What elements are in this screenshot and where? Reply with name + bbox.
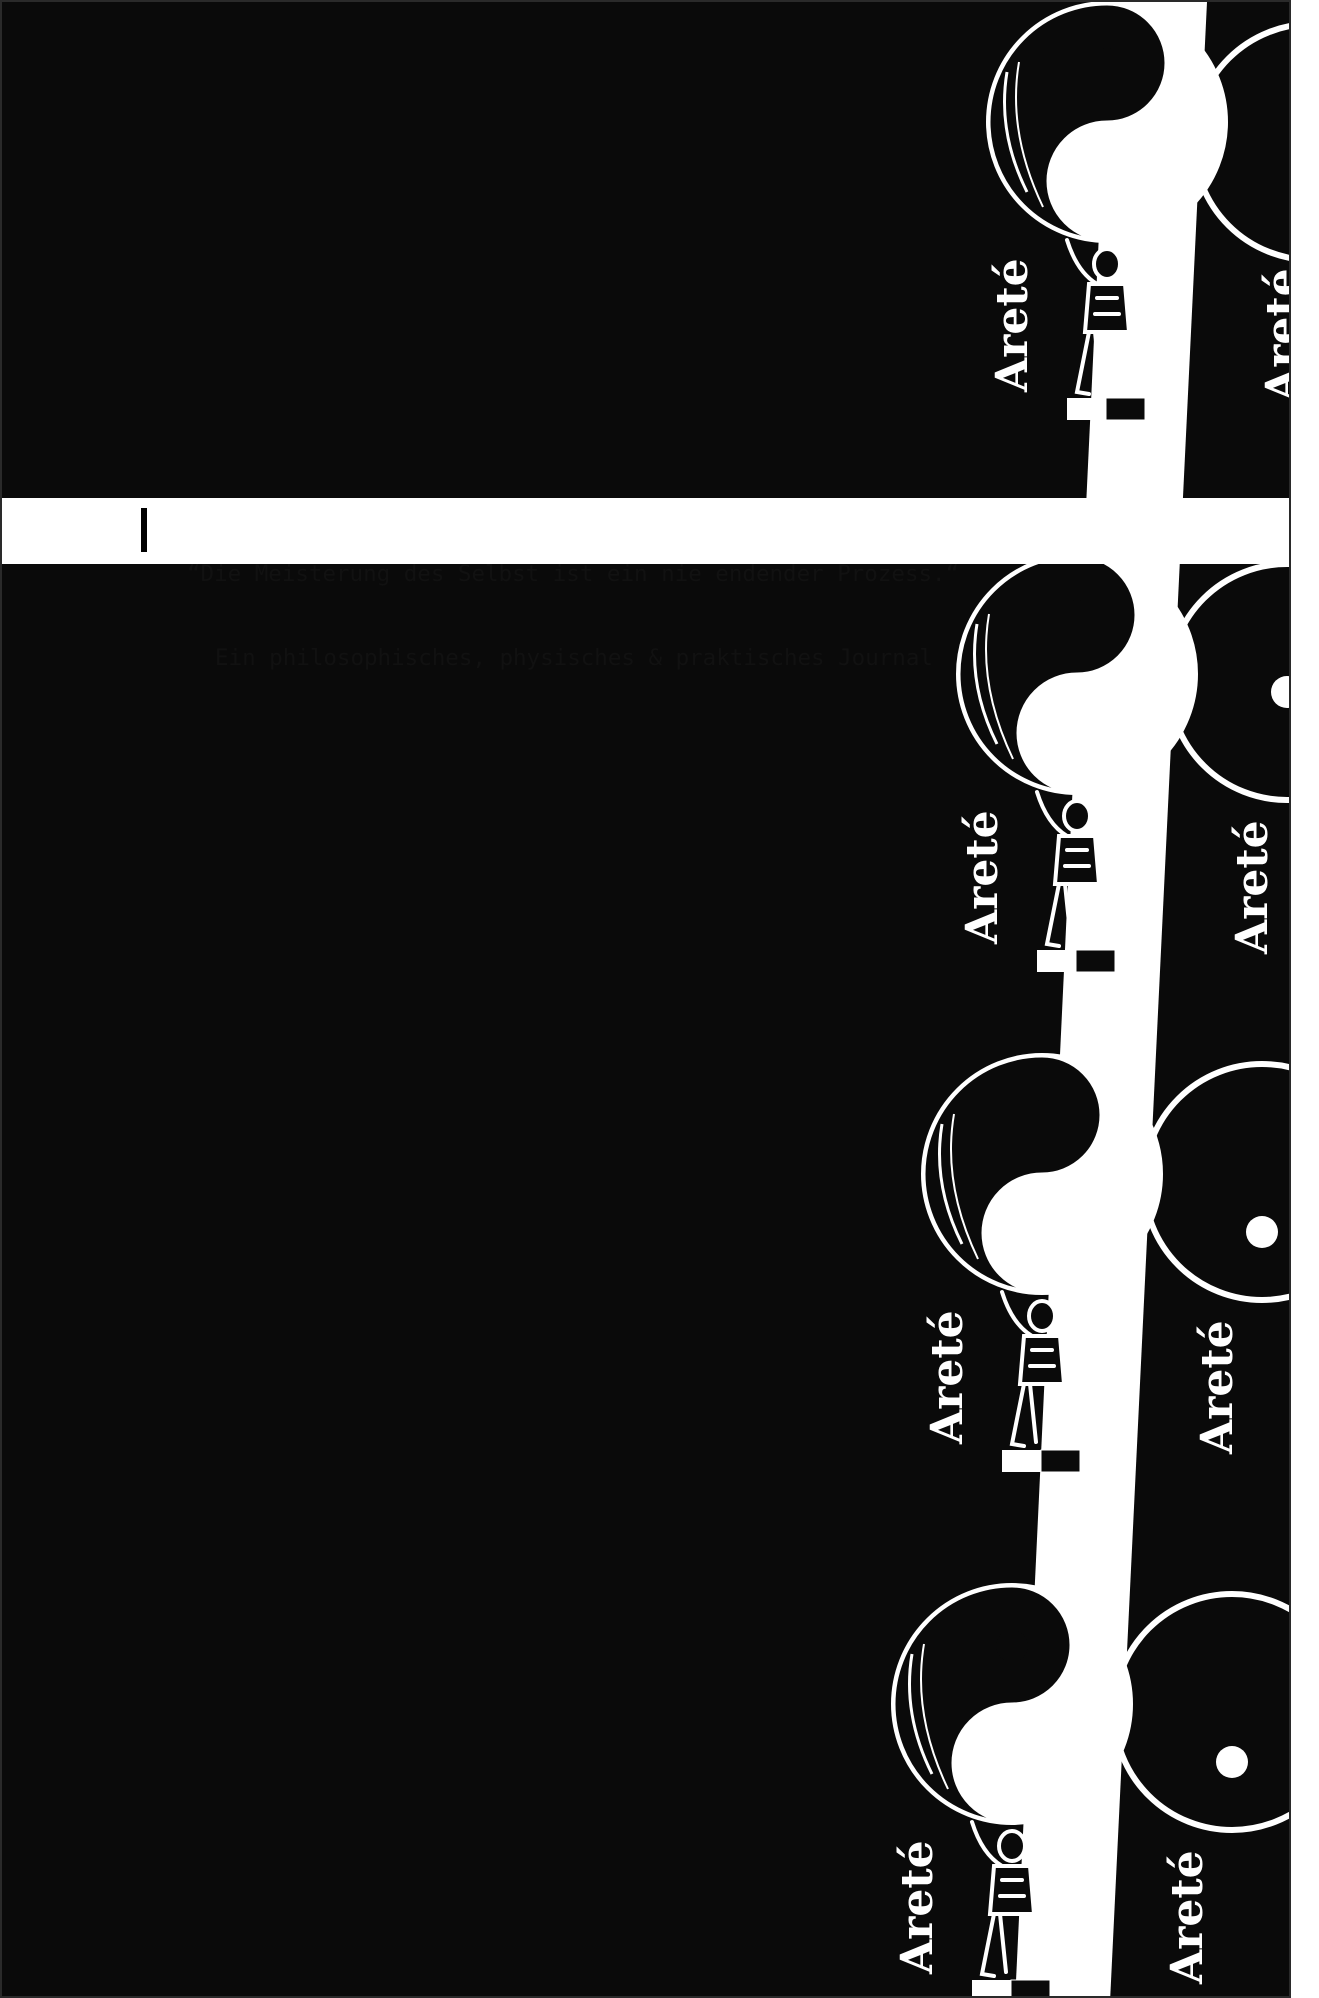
arete-pattern: Areté Areté (2, 2, 1289, 1996)
band-text: “Die Meisterung des Selbst ist ein nie e… (187, 504, 959, 728)
page-margin (1291, 0, 1319, 1998)
title-band: “Die Meisterung des Selbst ist ein nie e… (2, 498, 1289, 671)
cover-quote: “Die Meisterung des Selbst ist ein nie e… (187, 561, 960, 587)
cover-subtitle: Ein philosophisches, physisches & prakti… (215, 645, 933, 671)
book-cover: Areté Areté (0, 0, 1291, 1998)
accent-bar (141, 508, 147, 552)
